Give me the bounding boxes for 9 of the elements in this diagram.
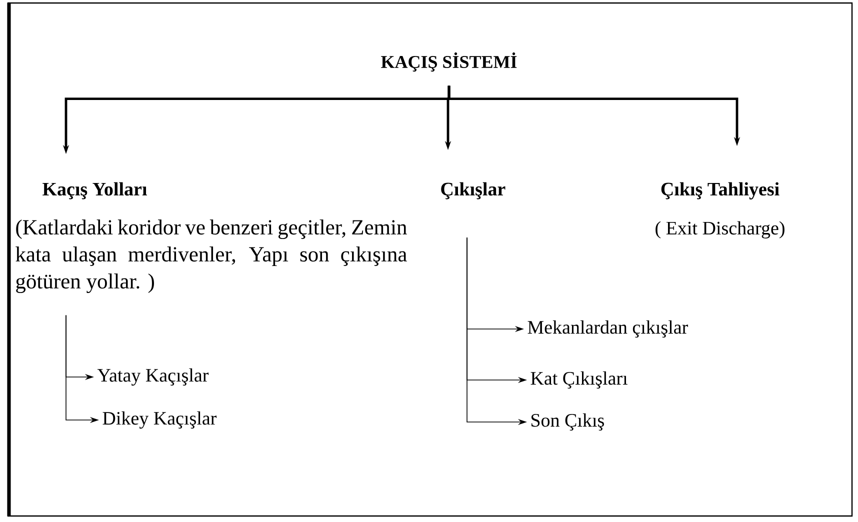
heading-text: KAÇIŞ SİSTEMİ (381, 52, 517, 72)
list-item-text: Kat Çıkışları (530, 371, 628, 389)
category-text: Çıkışlar (441, 182, 506, 200)
category-text: Çıkış Tahliyesi ( Exit Discharge) (656, 182, 784, 238)
list-item-text: Son Çıkış (531, 413, 604, 431)
category-text: Kaçış Yolları (Katlardaki koridor ve benzeri geçitler, Zemin kata ulaşan merdivenler, Yapı son çıkışına götüren yollar. ) (16, 182, 407, 294)
list-item-text: Dikey Kaçışlar (102, 411, 217, 429)
list-item-text: Yatay Kaçışlar (97, 368, 209, 386)
list-item-text: Mekanlardan çıkışlar (528, 320, 688, 338)
